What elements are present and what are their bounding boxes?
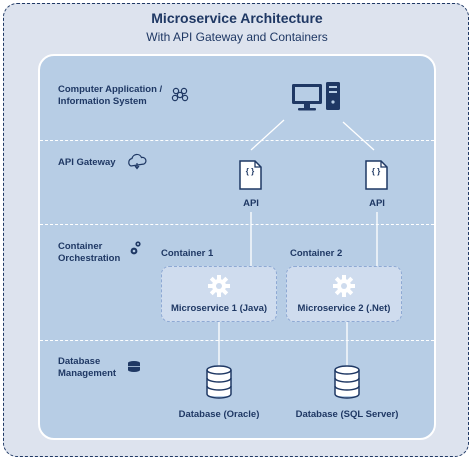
connectors	[218, 119, 378, 366]
layer-divider-3	[40, 340, 434, 341]
api-glyph-2: { }	[371, 167, 381, 176]
api-document-icon-2	[365, 160, 388, 190]
api-document-icon-1	[239, 160, 262, 190]
layer-label-gateway: API Gateway	[58, 157, 116, 168]
computer-icon	[292, 82, 340, 111]
microservice-label-1: Microservice 1 (Java)	[170, 303, 268, 314]
microservice-label-2: Microservice 2 (.Net)	[297, 303, 391, 314]
database-label-1: Database (Oracle)	[178, 409, 260, 420]
users-group-icon	[171, 87, 189, 102]
gears-icon	[130, 241, 141, 255]
diagram-title: Microservice Architecture	[151, 10, 323, 26]
connector-computer-api2	[342, 121, 375, 151]
container-label-2: Container 2	[290, 248, 343, 259]
database-icon-1	[206, 365, 232, 399]
layer-label-orchestration-line2: Orchestration	[58, 253, 121, 264]
layer-divider-2	[40, 224, 434, 225]
layer-label-client-line2: Information System	[58, 96, 147, 107]
architecture-panel	[38, 54, 436, 440]
layer-label-database: Database Management	[58, 356, 116, 380]
microservice-gear-icon-2	[333, 275, 355, 297]
microservice-gear-icon-1	[208, 275, 230, 297]
layer-label-orchestration-line1: Container	[58, 241, 103, 252]
database-icon-2	[334, 365, 360, 399]
connector-computer-api1	[250, 119, 285, 151]
api-glyph-1: { }	[245, 167, 255, 176]
database-label-2: Database (SQL Server)	[295, 409, 399, 420]
cloud-sync-icon	[128, 153, 147, 170]
api-label-1: API	[243, 198, 259, 209]
container-label-1: Container 1	[161, 248, 214, 259]
layer-label-client-line1: Computer Application /	[58, 84, 163, 95]
diagram-subtitle: With API Gateway and Containers	[146, 30, 328, 44]
layer-label-database-line2: Management	[58, 368, 117, 379]
api-label-2: API	[369, 198, 385, 209]
layer-label-client: Computer Application / Information Syste…	[58, 84, 162, 108]
database-small-icon	[128, 361, 140, 372]
layer-label-orchestration: Container Orchestration	[58, 241, 120, 265]
layer-label-database-line1: Database	[58, 356, 101, 367]
layer-divider-1	[40, 140, 434, 141]
